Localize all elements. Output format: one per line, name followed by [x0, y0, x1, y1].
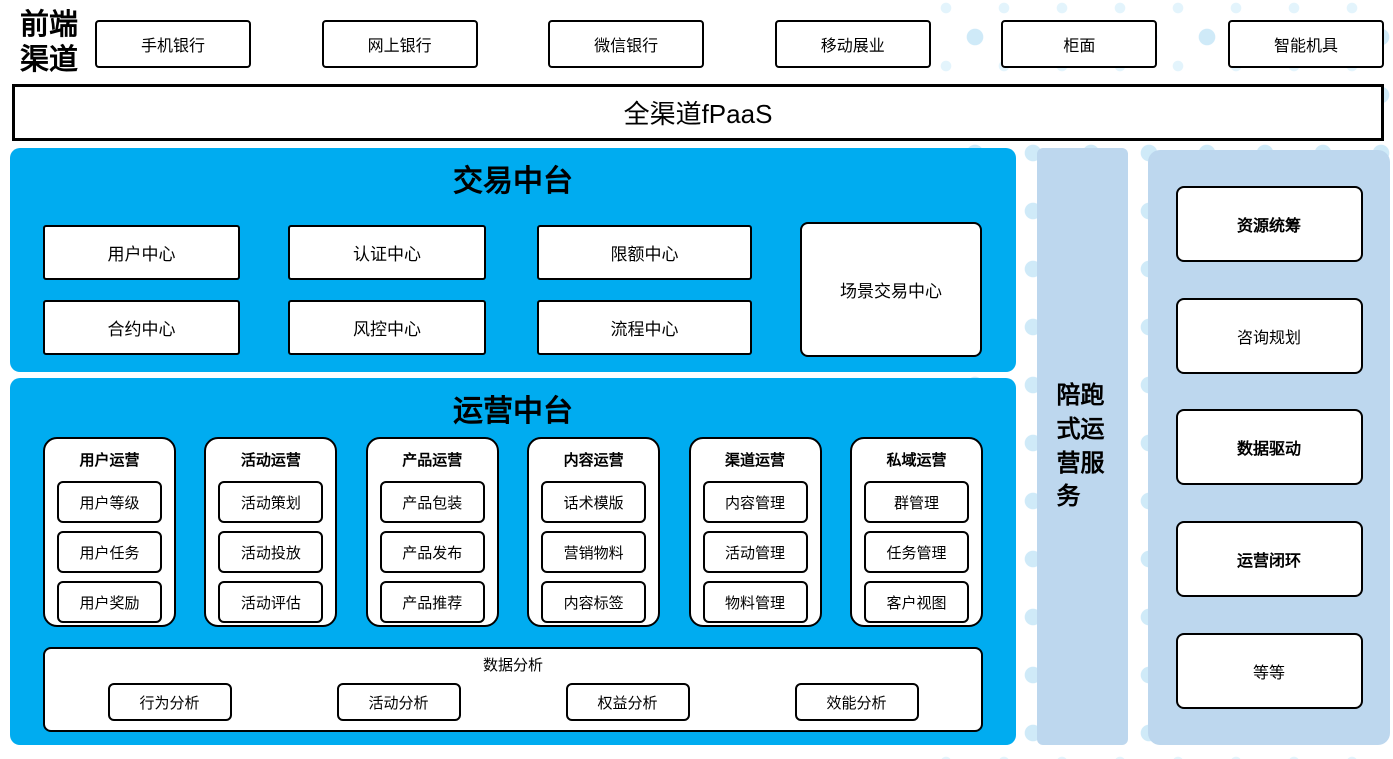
center-box-auth: 认证中心: [288, 225, 486, 280]
group-item: 活动管理: [702, 531, 808, 573]
group-item: 话术模版: [541, 481, 647, 523]
channel-box-counter: 柜面: [1001, 20, 1158, 68]
analysis-item-benefit: 权益分析: [565, 683, 690, 721]
group-item: 物料管理: [702, 581, 808, 623]
group-item: 内容管理: [702, 481, 808, 523]
trade-platform-panel: 交易中台 用户中心 认证中心 限额中心 合约中心 风控中心 流程中心 场景交易中…: [10, 148, 1016, 372]
group-title: 用户运营: [79, 451, 140, 469]
group-item: 产品推荐: [379, 581, 485, 623]
group-item: 内容标签: [541, 581, 647, 623]
group-item: 任务管理: [863, 531, 969, 573]
service-box-data-driven: 数据驱动: [1175, 409, 1363, 486]
group-item: 产品包装: [379, 481, 485, 523]
group-title: 渠道运营: [725, 451, 786, 469]
fpaas-bar: 全渠道fPaaS: [12, 84, 1384, 141]
group-item: 群管理: [863, 481, 969, 523]
service-box-operation-loop: 运营闭环: [1175, 521, 1363, 598]
group-title: 私域运营: [886, 451, 947, 469]
front-channels-label: 前端渠道: [19, 9, 78, 76]
group-item: 用户奖励: [57, 581, 162, 623]
center-box-flow: 流程中心: [537, 300, 752, 355]
group-channel-operation: 渠道运营 内容管理 活动管理 物料管理: [688, 437, 822, 627]
data-analysis-title: 数据分析: [482, 657, 543, 674]
group-item: 活动投放: [218, 531, 324, 573]
operation-groups-row: 用户运营 用户等级 用户任务 用户奖励 活动运营 活动策划 活动投放 活动评估 …: [43, 437, 983, 627]
group-item: 客户视图: [863, 581, 969, 623]
group-item: 营销物料: [541, 531, 647, 573]
channel-box-mobile-banking: 手机银行: [95, 20, 251, 68]
group-item: 用户等级: [57, 481, 162, 523]
channel-box-online-banking: 网上银行: [321, 20, 478, 68]
service-box-etc: 等等: [1175, 633, 1363, 710]
companion-service-bar: 陪跑式运营服务: [1037, 148, 1128, 745]
group-content-operation: 内容运营 话术模版 营销物料 内容标签: [527, 437, 661, 627]
center-box-risk: 风控中心: [288, 300, 486, 355]
channel-row: 手机银行 网上银行 微信银行 移动展业 柜面 智能机具: [95, 20, 1384, 68]
analysis-item-activity: 活动分析: [336, 683, 461, 721]
group-user-operation: 用户运营 用户等级 用户任务 用户奖励: [43, 437, 176, 627]
companion-service-label: 陪跑式运营服务: [1056, 382, 1105, 511]
group-title: 内容运营: [563, 451, 624, 469]
group-item: 活动评估: [218, 581, 324, 623]
group-item: 产品发布: [379, 531, 485, 573]
analysis-item-behavior: 行为分析: [107, 683, 232, 721]
group-title: 活动运营: [240, 451, 301, 469]
center-box-contract: 合约中心: [43, 300, 240, 355]
service-box-resource-planning: 资源统筹: [1175, 185, 1363, 262]
channel-box-mobile-sales: 移动展业: [774, 20, 931, 68]
group-title: 产品运营: [402, 451, 463, 469]
group-item: 活动策划: [218, 481, 324, 523]
center-box-user: 用户中心: [43, 225, 240, 280]
group-product-operation: 产品运营 产品包装 产品发布 产品推荐: [365, 437, 499, 627]
service-box-consulting: 咨询规划: [1175, 297, 1363, 374]
operation-platform-panel: 运营中台 用户运营 用户等级 用户任务 用户奖励 活动运营 活动策划 活动投放 …: [10, 378, 1016, 745]
group-item: 用户任务: [57, 531, 162, 573]
data-analysis-box: 数据分析 行为分析 活动分析 权益分析 效能分析: [43, 647, 983, 732]
right-service-panel: 资源统筹 咨询规划 数据驱动 运营闭环 等等: [1148, 150, 1390, 745]
channel-box-wechat-banking: 微信银行: [548, 20, 705, 68]
center-box-limit: 限额中心: [537, 225, 752, 280]
channel-box-smart-machines: 智能机具: [1227, 20, 1384, 68]
group-activity-operation: 活动运营 活动策划 活动投放 活动评估: [204, 437, 338, 627]
trade-platform-title: 交易中台: [453, 165, 573, 198]
data-analysis-items: 行为分析 活动分析 权益分析 效能分析: [45, 683, 981, 721]
analysis-item-efficiency: 效能分析: [794, 683, 919, 721]
operation-platform-title: 运营中台: [453, 395, 573, 428]
group-private-domain-operation: 私域运营 群管理 任务管理 客户视图: [849, 437, 983, 627]
center-box-scene-trade: 场景交易中心: [800, 222, 982, 357]
